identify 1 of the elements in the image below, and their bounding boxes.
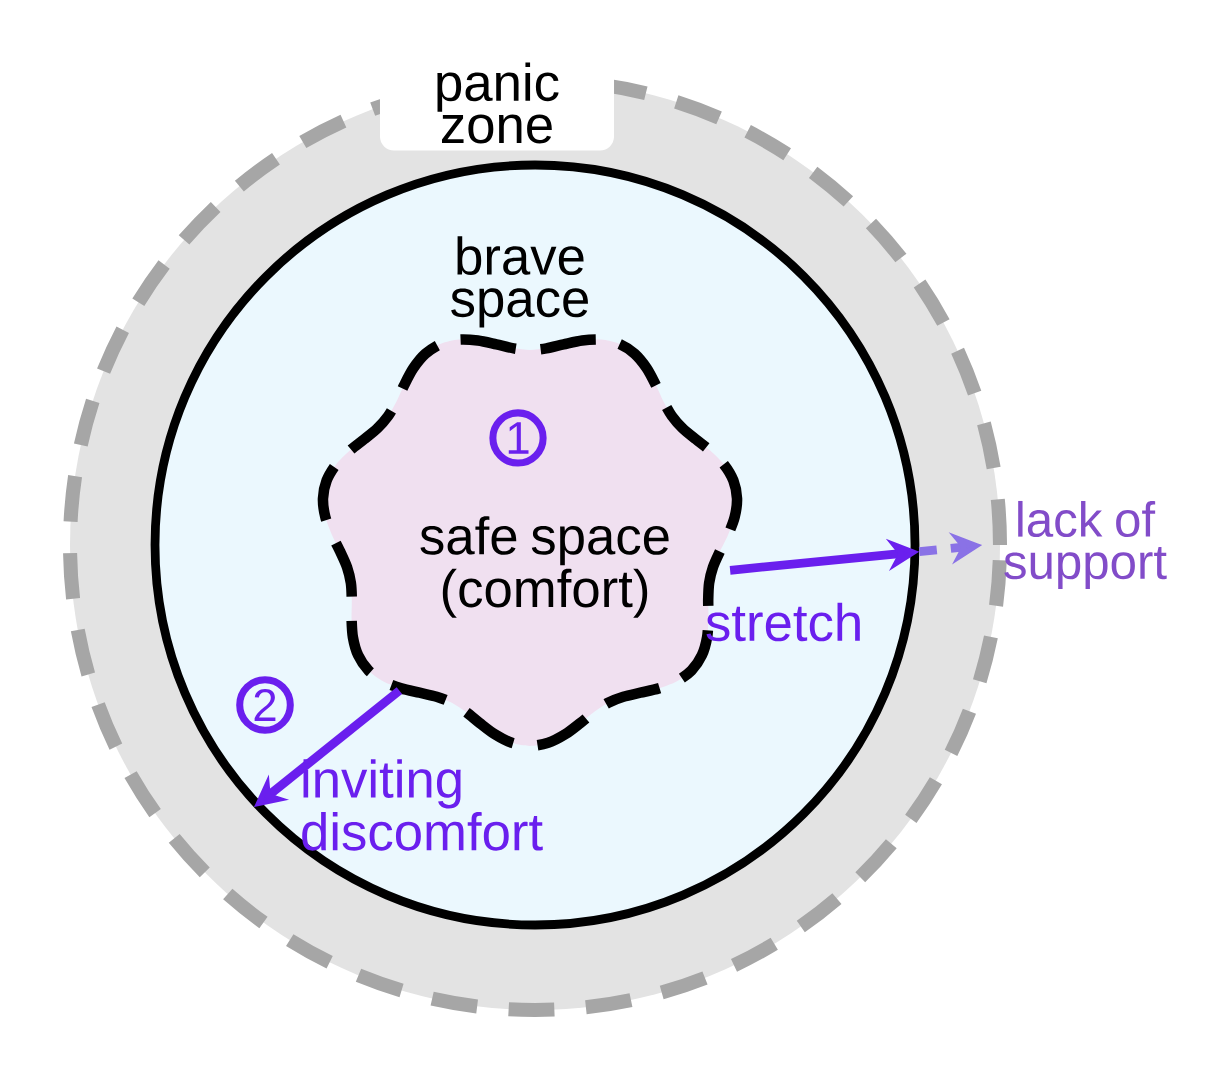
note-text: lack of support bbox=[1004, 501, 1167, 589]
